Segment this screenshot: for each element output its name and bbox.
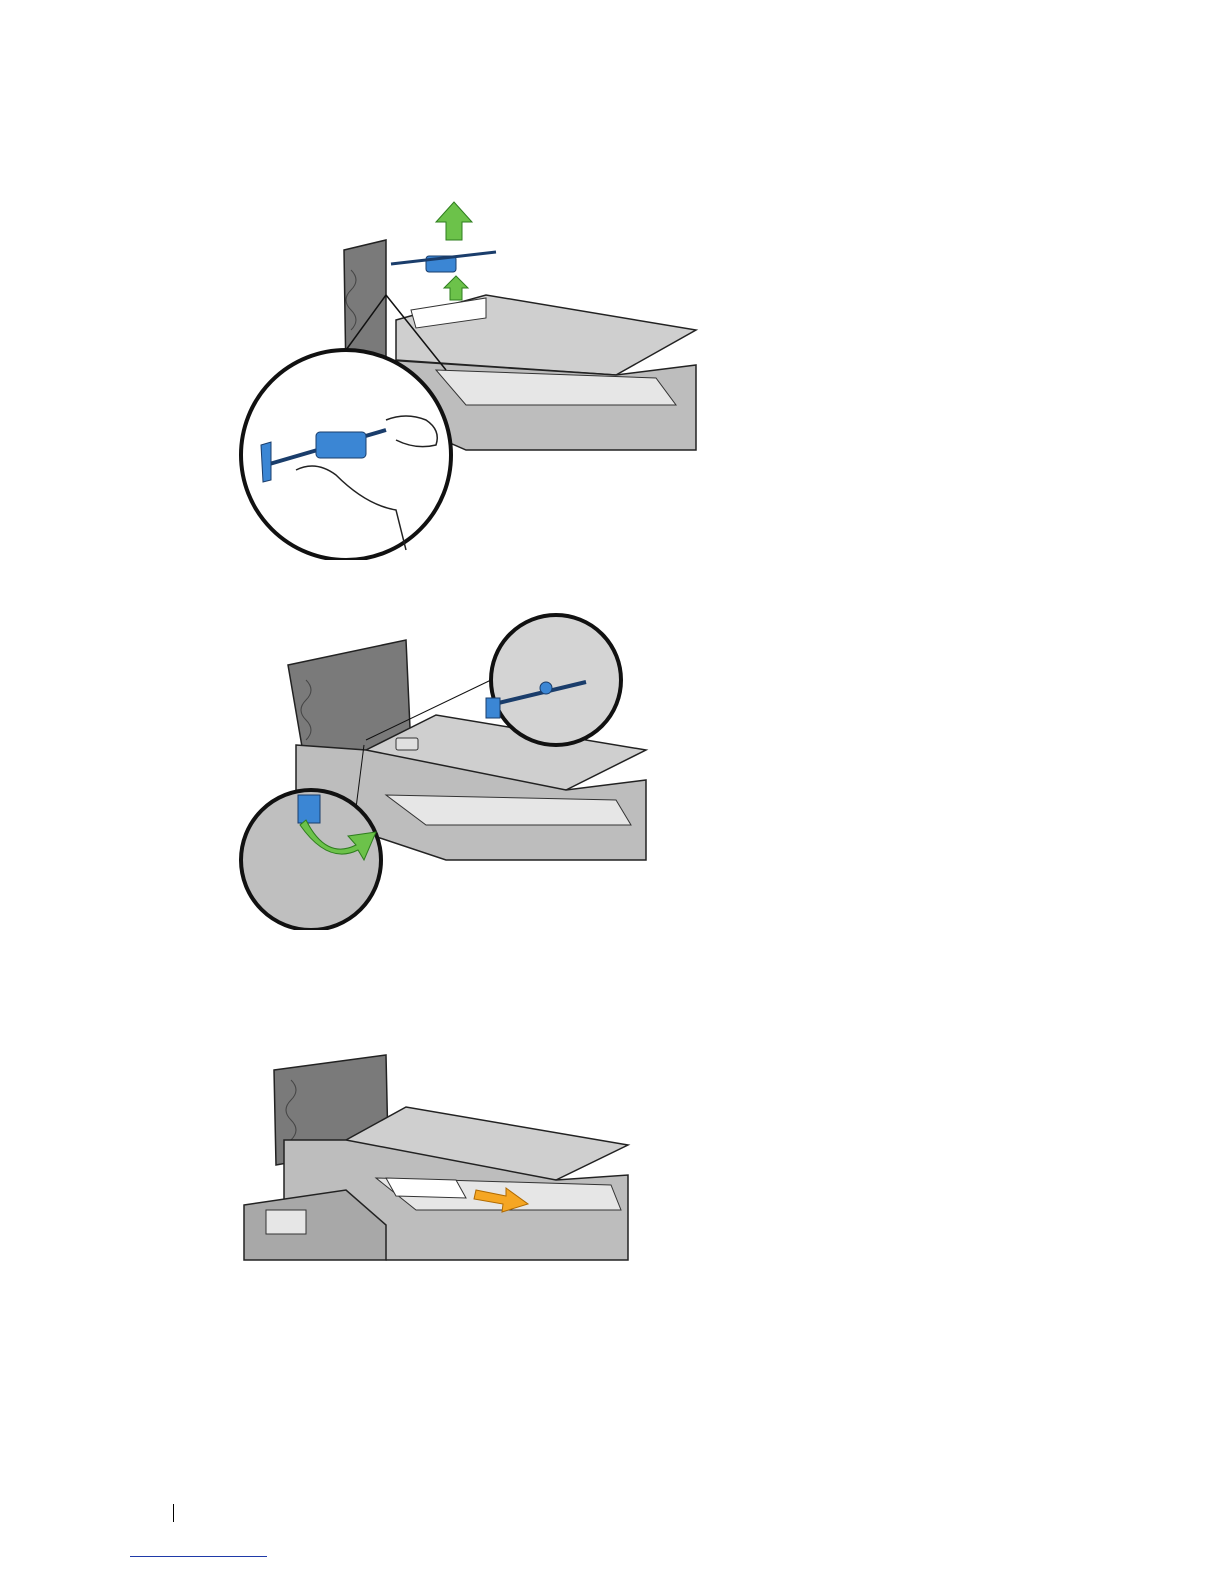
up-arrow-icon — [436, 202, 472, 240]
inset-magnifier-top — [491, 615, 621, 745]
page-number-bar — [173, 1504, 174, 1522]
figure-roller-removal — [236, 200, 706, 560]
footer-link-underline[interactable] — [130, 1556, 267, 1557]
figure-lever-release — [236, 610, 656, 930]
up-arrow-icon — [444, 276, 468, 300]
figure-document-feed — [236, 1050, 636, 1265]
